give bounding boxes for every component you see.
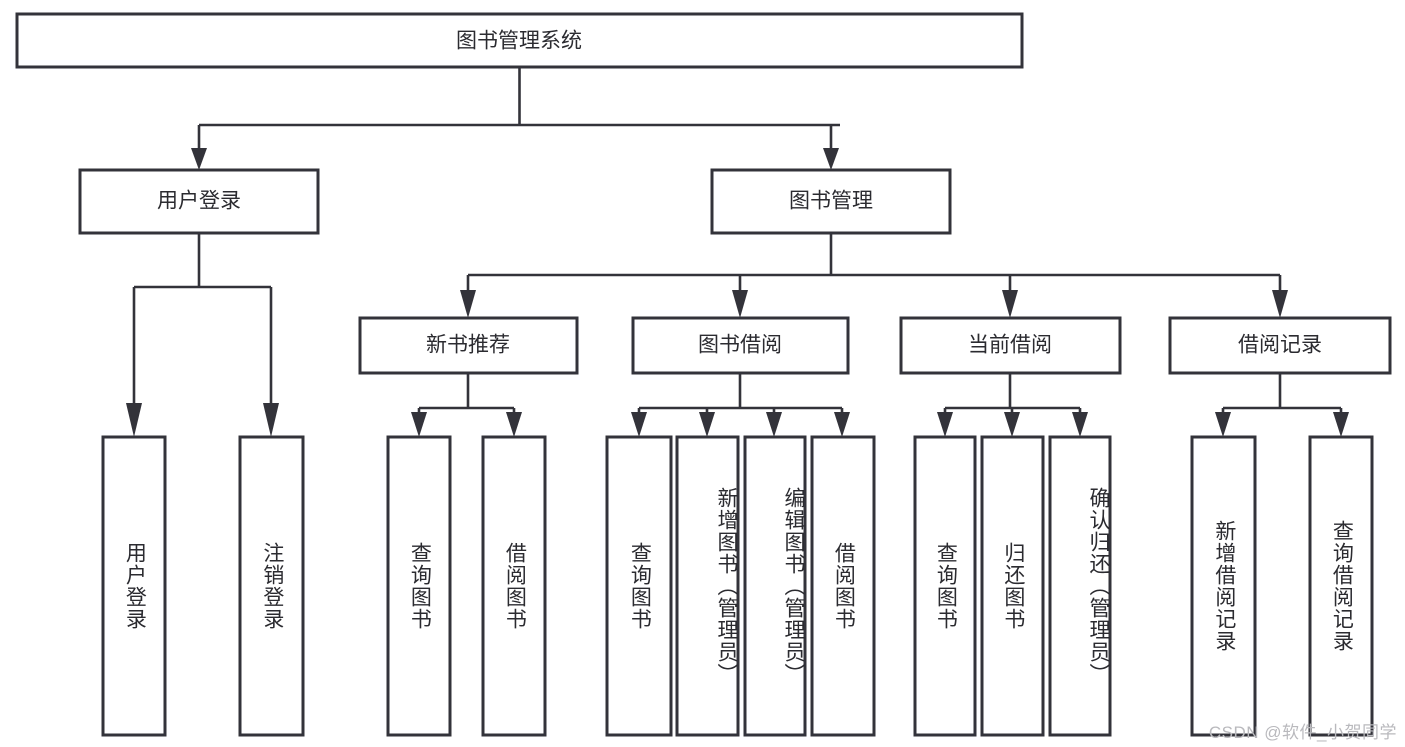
connector-book-borrow-to-leaves	[631, 373, 850, 437]
arrow-leaf-edit-book	[766, 412, 782, 437]
node-leaf-return-book[interactable]	[980, 435, 1045, 737]
arrow-leaf-logout-login	[263, 403, 279, 437]
node-leaf-query-borrow-record[interactable]	[1308, 435, 1374, 737]
node-leaf-query-book-1[interactable]	[386, 435, 452, 737]
arrow-leaf-query-borrow-record	[1333, 412, 1349, 437]
arrow-leaf-query-book-2	[631, 412, 647, 437]
node-borrow-record-label: 借阅记录	[1238, 334, 1322, 357]
arrow-leaf-query-book-3	[937, 412, 953, 437]
node-new-book-recommend-label: 新书推荐	[426, 334, 510, 357]
node-leaf-add-borrow-record[interactable]	[1190, 435, 1257, 737]
node-leaf-logout-login[interactable]	[238, 435, 305, 737]
csdn-watermark: CSDN @软件_小贺同学	[1208, 723, 1397, 742]
node-book-management-label: 图书管理	[789, 190, 873, 213]
node-user-login[interactable]	[78, 168, 320, 235]
arrow-leaf-query-book-1	[411, 412, 427, 437]
node-leaf-borrow-book-1[interactable]	[481, 435, 547, 737]
arrow-leaf-add-book	[699, 412, 715, 437]
node-current-borrow[interactable]	[899, 316, 1122, 375]
node-leaf-confirm-return[interactable]	[1048, 435, 1112, 737]
node-leaf-user-login[interactable]	[101, 435, 167, 737]
connector-new-book-to-leaves	[411, 373, 522, 437]
connector-book-management-to-level3	[460, 233, 1288, 318]
node-book-borrow-label: 图书借阅	[698, 334, 782, 357]
arrow-book-borrow	[732, 290, 748, 318]
arrow-leaf-return-book	[1004, 412, 1020, 437]
arrow-leaf-borrow-book-2	[834, 412, 850, 437]
node-leaf-query-book-3[interactable]	[913, 435, 977, 737]
connector-root-to-level2	[191, 67, 840, 170]
arrow-leaf-add-borrow-record	[1215, 412, 1231, 437]
node-leaf-add-book[interactable]	[675, 435, 740, 737]
node-leaf-query-book-2[interactable]	[605, 435, 673, 737]
arrow-current-borrow	[1002, 290, 1018, 318]
node-root-label: 图书管理系统	[456, 30, 582, 53]
node-root[interactable]	[15, 12, 1024, 69]
node-book-borrow[interactable]	[631, 316, 850, 375]
node-leaf-edit-book[interactable]	[743, 435, 807, 737]
arrow-leaf-user-login	[126, 403, 142, 437]
arrow-borrow-record	[1272, 290, 1288, 318]
arrow-leaf-confirm-return	[1072, 412, 1088, 437]
node-new-book-recommend[interactable]	[358, 316, 579, 375]
node-borrow-record[interactable]	[1168, 316, 1392, 375]
arrow-book-management	[823, 148, 839, 170]
node-leaf-borrow-book-2[interactable]	[810, 435, 876, 737]
connector-borrow-record-to-leaves	[1215, 373, 1349, 437]
node-book-management[interactable]	[710, 168, 952, 235]
arrow-user-login	[191, 148, 207, 170]
connector-current-borrow-to-leaves	[937, 373, 1088, 437]
node-current-borrow-label: 当前借阅	[968, 334, 1052, 357]
node-user-login-label: 用户登录	[157, 190, 241, 213]
arrow-new-book-recommend	[460, 290, 476, 318]
connector-user-login-to-leaves	[126, 233, 279, 437]
arrow-leaf-borrow-book-1	[506, 412, 522, 437]
